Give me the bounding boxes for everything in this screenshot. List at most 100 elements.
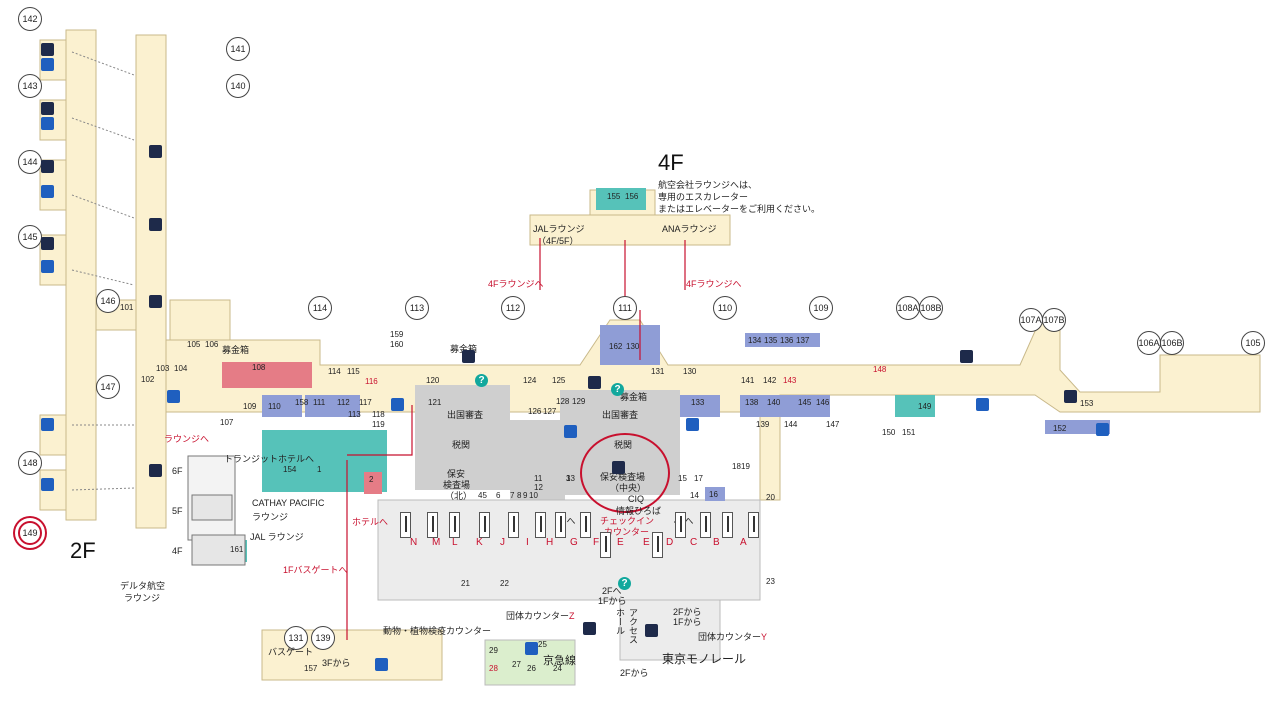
- shop-161[interactable]: 161: [230, 545, 244, 554]
- shop-162[interactable]: 162: [609, 342, 623, 351]
- shop-157[interactable]: 157: [304, 664, 318, 673]
- counter-b[interactable]: B: [713, 537, 720, 548]
- spot-6[interactable]: 6: [496, 491, 501, 500]
- tokyo-monorail[interactable]: 東京モノレール: [662, 652, 747, 666]
- shop-131[interactable]: 131: [651, 367, 665, 376]
- spot-21[interactable]: 21: [461, 579, 470, 588]
- to-transit-hotel[interactable]: トランジットホテルへ: [224, 454, 315, 464]
- gate-113[interactable]: 113: [405, 296, 429, 320]
- gate-141[interactable]: 141: [226, 37, 250, 61]
- spot-17[interactable]: 17: [694, 474, 703, 483]
- shop-121[interactable]: 121: [428, 398, 442, 407]
- shop-153[interactable]: 153: [1080, 399, 1094, 408]
- shop-103[interactable]: 103: [156, 364, 170, 373]
- spot-9[interactable]: 9: [523, 491, 528, 500]
- shop-151[interactable]: 151: [902, 428, 916, 437]
- shop-146[interactable]: 146: [816, 398, 830, 407]
- shop-130[interactable]: 130: [683, 367, 697, 376]
- shop-133[interactable]: 133: [691, 398, 705, 407]
- keikyu-line[interactable]: 京急線: [543, 655, 576, 667]
- monorail-icon[interactable]: [645, 624, 658, 637]
- shop-102[interactable]: 102: [141, 375, 155, 384]
- shop-106[interactable]: 106: [205, 340, 219, 349]
- counter-i[interactable]: I: [526, 537, 529, 548]
- spot-11[interactable]: 11: [534, 474, 543, 483]
- shop-145[interactable]: 145: [798, 398, 812, 407]
- to-lounge[interactable]: ラウンジへ: [164, 434, 210, 444]
- spot-10[interactable]: 10: [529, 491, 538, 500]
- to-1f-bus-gate[interactable]: 1Fバスゲートへ: [283, 565, 348, 575]
- gate-147[interactable]: 147: [96, 375, 120, 399]
- gate-148[interactable]: 148: [18, 451, 42, 475]
- spot-13[interactable]: 13: [566, 474, 575, 483]
- counter-j[interactable]: J: [500, 537, 505, 548]
- spot-19[interactable]: 19: [741, 462, 750, 471]
- shop-136[interactable]: 136: [780, 336, 794, 345]
- spot-2[interactable]: 2: [369, 475, 374, 484]
- shop-110[interactable]: 110: [268, 402, 281, 411]
- shop-150[interactable]: 150: [882, 428, 896, 437]
- gate-114[interactable]: 114: [308, 296, 332, 320]
- counter-a[interactable]: A: [740, 537, 747, 548]
- shop-148[interactable]: 148: [873, 365, 887, 374]
- counter-h[interactable]: H: [546, 537, 554, 548]
- spot-12[interactable]: 12: [534, 483, 543, 492]
- shop-124[interactable]: 124: [523, 376, 537, 385]
- spot-23[interactable]: 23: [766, 577, 775, 586]
- counter-d[interactable]: D: [666, 537, 674, 548]
- shop-111[interactable]: 111: [313, 398, 326, 407]
- spot-29[interactable]: 29: [489, 646, 498, 655]
- shop-140[interactable]: 140: [767, 398, 781, 407]
- gate-144[interactable]: 144: [18, 150, 42, 174]
- gate-109[interactable]: 109: [809, 296, 833, 320]
- spot-22[interactable]: 22: [500, 579, 509, 588]
- shop-105[interactable]: 105: [187, 340, 201, 349]
- shop-134[interactable]: 134: [748, 336, 762, 345]
- shop-129[interactable]: 129: [572, 397, 586, 406]
- shop-160[interactable]: 160: [390, 340, 404, 349]
- shop-141[interactable]: 141: [741, 376, 755, 385]
- shop-109[interactable]: 109: [243, 402, 257, 411]
- spot-8[interactable]: 8: [517, 491, 522, 500]
- gate-112[interactable]: 112: [501, 296, 525, 320]
- spot-20[interactable]: 20: [766, 493, 775, 502]
- gate-107a[interactable]: 107A: [1019, 308, 1043, 332]
- spot-25[interactable]: 25: [538, 640, 547, 649]
- spot-14[interactable]: 14: [690, 491, 699, 500]
- shop-116[interactable]: 116: [365, 377, 378, 386]
- shop-125[interactable]: 125: [552, 376, 566, 385]
- spot-27[interactable]: 27: [512, 660, 521, 669]
- gate-110[interactable]: 110: [713, 296, 737, 320]
- shop-143[interactable]: 143: [783, 376, 797, 385]
- shop-138[interactable]: 138: [745, 398, 759, 407]
- train-icon[interactable]: [583, 622, 596, 635]
- shop-101[interactable]: 101: [120, 303, 134, 312]
- gate-105[interactable]: 105: [1241, 331, 1265, 355]
- shop-154[interactable]: 154: [283, 465, 297, 474]
- gate-140[interactable]: 140: [226, 74, 250, 98]
- shop-135[interactable]: 135: [764, 336, 778, 345]
- spot-45[interactable]: 45: [478, 491, 487, 500]
- counter-l[interactable]: L: [452, 537, 458, 548]
- info-icon[interactable]: ?: [618, 577, 631, 590]
- gate-108b[interactable]: 108B: [919, 296, 943, 320]
- shop-152[interactable]: 152: [1053, 424, 1067, 433]
- gate-142[interactable]: 142: [18, 7, 42, 31]
- shop-155[interactable]: 155: [607, 192, 621, 201]
- shop-118[interactable]: 118: [372, 410, 385, 419]
- shop-158[interactable]: 158: [295, 398, 309, 407]
- shop-120[interactable]: 120: [426, 376, 440, 385]
- gate-111[interactable]: 111: [613, 296, 637, 320]
- gate-139[interactable]: 139: [311, 626, 335, 650]
- shop-127[interactable]: 127: [543, 407, 557, 416]
- to-4f-lounge-right[interactable]: 4Fラウンジへ: [686, 279, 742, 289]
- shop-112[interactable]: 112: [337, 398, 350, 407]
- spot-28[interactable]: 28: [489, 664, 498, 673]
- shop-159[interactable]: 159: [390, 330, 404, 339]
- info-icon[interactable]: ?: [475, 374, 488, 387]
- spot-3[interactable]: 3: [566, 474, 571, 483]
- spot-15[interactable]: 15: [678, 474, 687, 483]
- gate-143[interactable]: 143: [18, 74, 42, 98]
- shop-113[interactable]: 113: [348, 410, 361, 419]
- shop-115[interactable]: 115: [347, 367, 360, 376]
